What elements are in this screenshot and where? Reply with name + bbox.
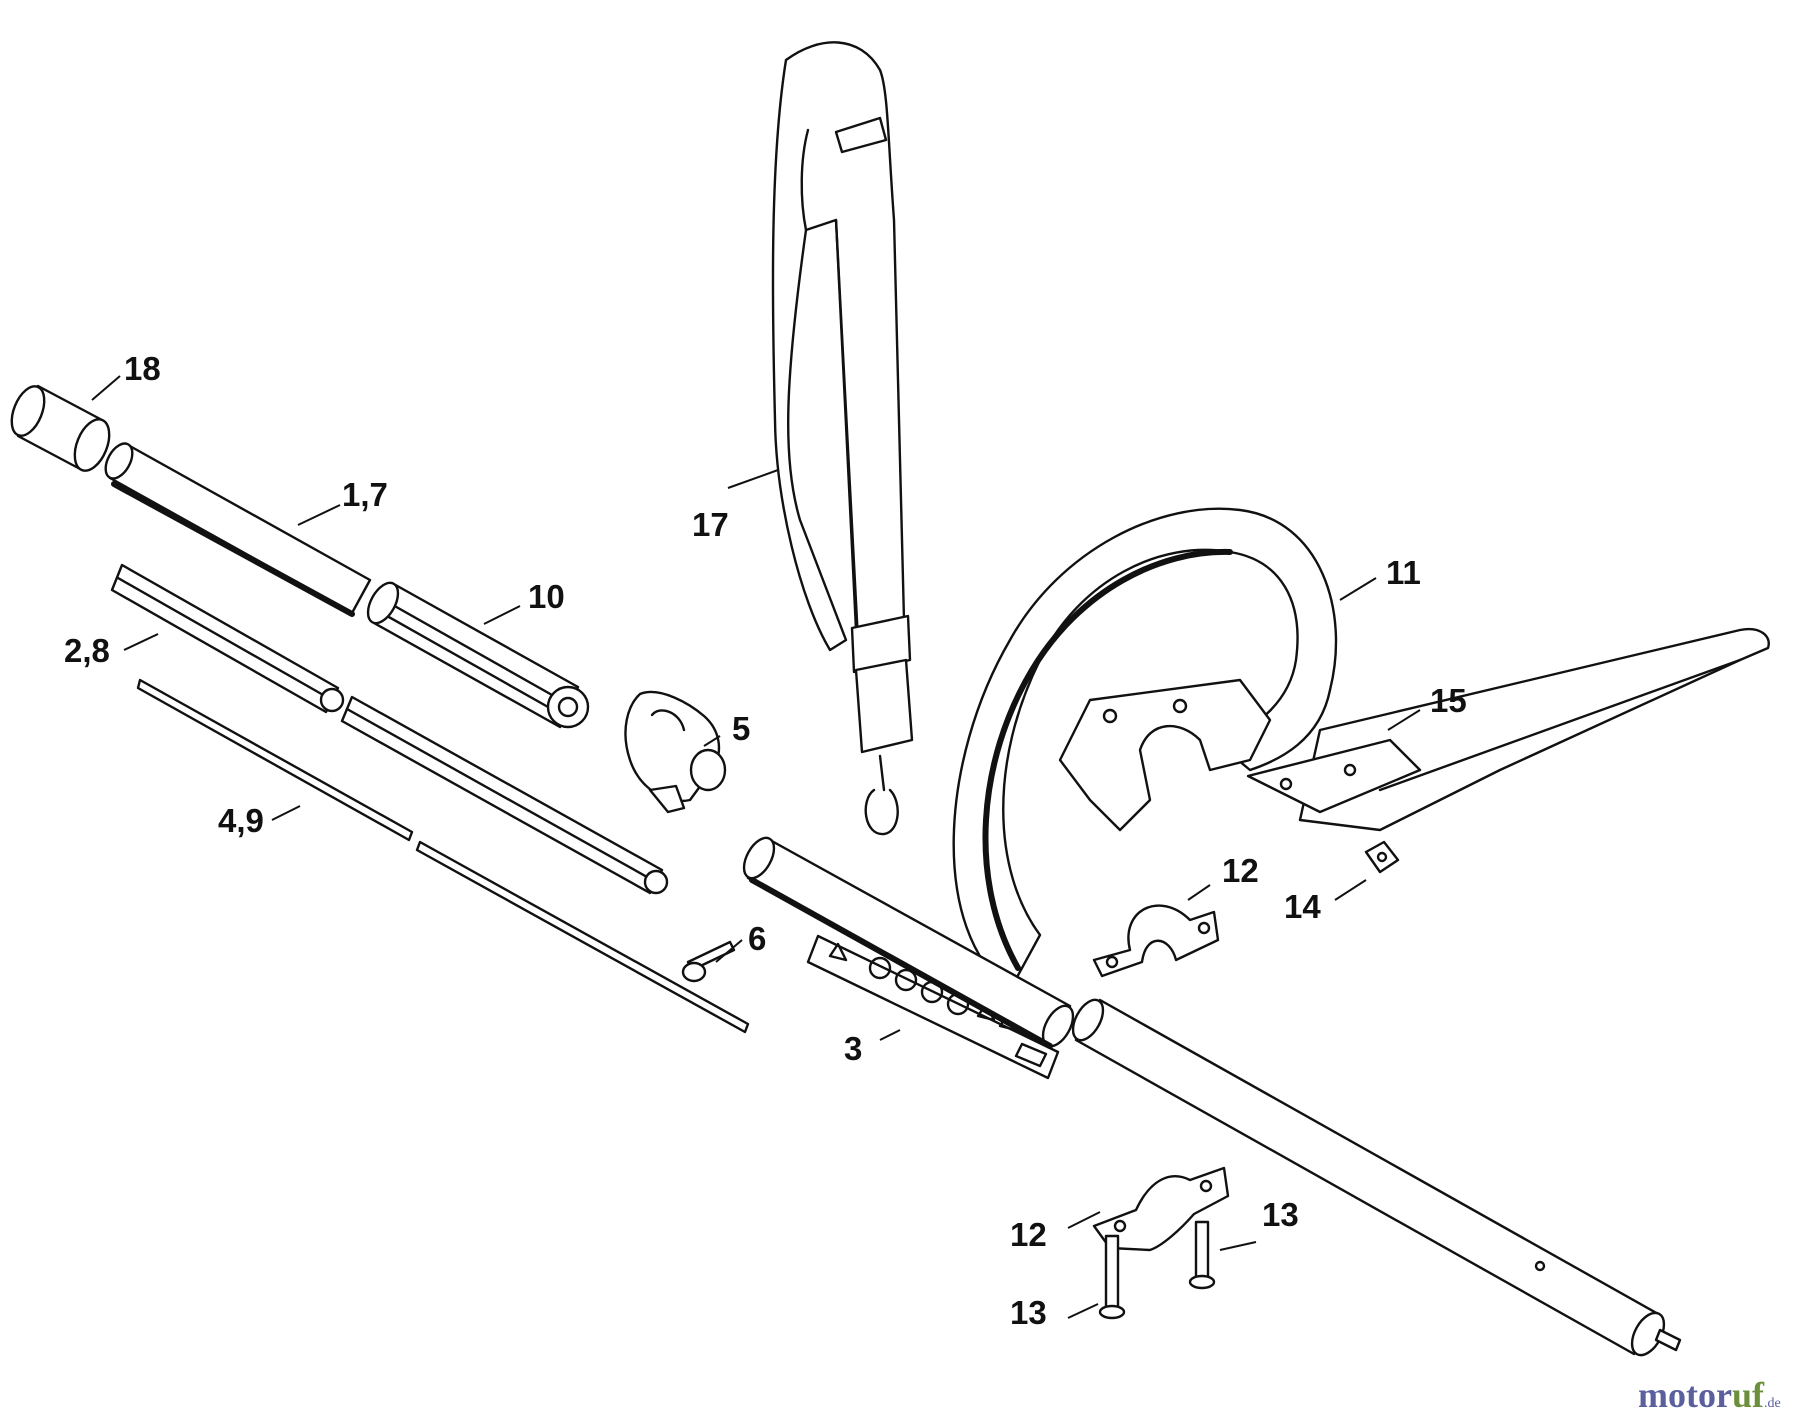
callout-15: 15 (1430, 682, 1467, 719)
callout-12-top: 12 (1222, 852, 1259, 889)
callout-18: 18 (124, 350, 161, 387)
callout-4-9: 4,9 (218, 802, 264, 839)
callout-3: 3 (844, 1030, 863, 1067)
callout-10: 10 (528, 578, 565, 615)
part-5-throttle-holder (624, 690, 727, 814)
part-10-splined-bushing (366, 581, 590, 729)
part-2-8-liner-lower (340, 695, 669, 895)
watermark-tld: .de (1763, 1396, 1781, 1411)
callout-1-7: 1,7 (342, 476, 388, 513)
part-6-screw (681, 940, 736, 983)
motoruf-watermark: motoruf.de (1638, 1377, 1781, 1413)
callout-14: 14 (1284, 888, 1321, 925)
part-13-bolt-left (1098, 1234, 1126, 1320)
part-3-warning-label (806, 934, 1060, 1080)
callout-6: 6 (748, 920, 767, 957)
callout-17: 17 (692, 506, 729, 543)
callout-2-8: 2,8 (64, 632, 110, 669)
part-14-nut (1364, 840, 1400, 874)
part-12-clamp-top (1092, 904, 1220, 978)
callout-5: 5 (732, 710, 751, 747)
part-4-9-drive-shaft (136, 678, 750, 1034)
watermark-part1: motor (1638, 1375, 1732, 1415)
part-17-shoulder-strap (771, 41, 914, 836)
part-18-grip-sleeve (10, 384, 111, 472)
part-11-loop-handle (952, 507, 1338, 992)
callout-13-left: 13 (1010, 1294, 1047, 1331)
part-15-rear-handle-bar (1246, 627, 1770, 832)
leader-lines (91, 375, 1421, 1319)
part-12-clamp-bottom (1092, 1166, 1230, 1252)
callout-12-bottom: 12 (1010, 1216, 1047, 1253)
main-tube (1071, 998, 1682, 1357)
middle-tube (742, 836, 1075, 1049)
part-1-7-outer-tube (104, 442, 372, 617)
callout-13-right: 13 (1262, 1196, 1299, 1233)
part-2-8-liner-upper (110, 563, 345, 714)
part-13-bolt-right (1188, 1220, 1216, 1290)
callout-11: 11 (1386, 554, 1421, 591)
watermark-part2: uf (1731, 1375, 1764, 1415)
